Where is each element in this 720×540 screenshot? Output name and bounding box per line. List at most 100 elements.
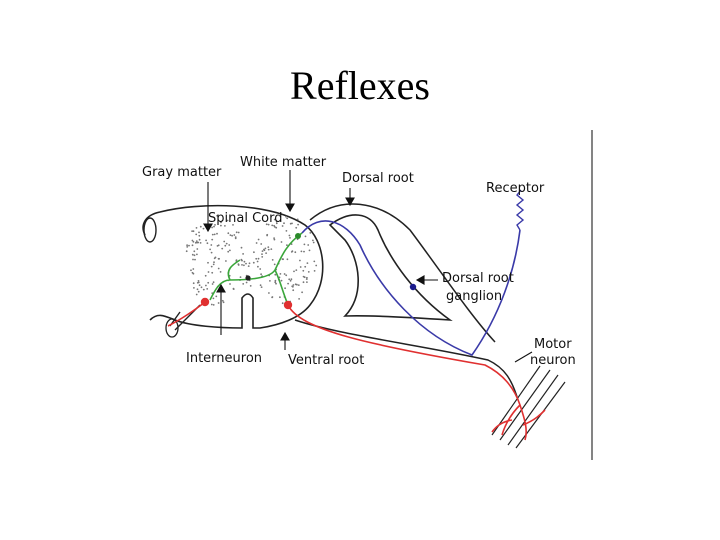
gray-matter-dot <box>237 263 240 266</box>
gray-matter-dot <box>299 259 301 262</box>
interneuron-dot-upper <box>295 233 301 239</box>
gray-matter-dot <box>192 282 195 285</box>
gray-matter-dot <box>212 281 215 284</box>
nerve-outer-upper <box>309 203 496 343</box>
gray-matter-dot <box>287 282 289 285</box>
gray-matter-dot <box>263 248 265 251</box>
interneuron-path <box>209 232 303 306</box>
gray-matter-dot <box>197 241 200 244</box>
gray-matter-dot <box>270 248 273 250</box>
gray-matter-dot <box>267 248 270 251</box>
gray-matter-dot <box>309 232 312 234</box>
gray-matter-dot <box>219 271 222 273</box>
gray-matter-dot <box>315 264 318 267</box>
gray-matter-dot <box>221 247 224 250</box>
gray-matter-dot <box>216 232 218 235</box>
gray-matter-dot <box>279 273 282 275</box>
gray-matter-dot <box>186 246 189 248</box>
gray-matter-dot <box>312 241 315 244</box>
gray-matter-dot <box>212 263 215 266</box>
label-spinal-cord: Spinal Cord <box>208 211 282 226</box>
gray-matter-dot <box>234 237 237 240</box>
gray-matter-dot <box>249 285 252 287</box>
motor-neuron-cell-right <box>283 300 293 310</box>
gray-matter-dot <box>267 223 270 226</box>
gray-matter-dot <box>253 251 255 254</box>
gray-matter-dot <box>200 286 203 289</box>
label-motor-neuron-2: neuron <box>530 353 576 368</box>
gray-matter-dot <box>279 296 281 299</box>
gray-matter-dot <box>296 218 299 221</box>
gray-matter-dot <box>210 303 213 306</box>
gray-matter-dot <box>257 257 260 260</box>
gray-matter-dot <box>280 279 283 282</box>
gray-matter-dot <box>192 268 195 270</box>
gray-matter-dot <box>292 285 294 288</box>
gray-matter-dot <box>194 241 197 244</box>
gray-matter-dot <box>226 219 229 222</box>
gray-matter-dot <box>213 233 216 236</box>
gray-matter-dot <box>211 233 214 236</box>
pointer-arrows <box>203 170 533 363</box>
gray-matter-dot <box>212 297 215 300</box>
gray-matter-dot <box>213 261 215 264</box>
label-dorsal-root-ganglion-2: ganglion <box>446 289 502 304</box>
gray-matter-dot <box>313 260 316 263</box>
gray-matter-dot <box>273 226 276 228</box>
gray-matter-dot <box>220 221 222 224</box>
gray-matter-dot <box>284 287 286 290</box>
gray-matter-dot <box>191 253 194 256</box>
gray-matter-dot <box>299 266 302 268</box>
gray-matter-dot <box>196 248 199 250</box>
gray-matter-dot <box>210 251 213 254</box>
gray-matter-dot <box>306 281 308 283</box>
gray-matter-dot <box>195 233 198 236</box>
gray-matter-dot <box>194 258 196 261</box>
gray-matter-dot <box>192 230 195 233</box>
gray-matter-dot <box>196 253 198 256</box>
gray-matter-dot <box>229 283 231 285</box>
gray-matter-dot <box>273 218 276 221</box>
gray-matter-dot <box>260 273 262 276</box>
gray-matter-dot <box>261 250 264 252</box>
gray-matter-dot <box>265 252 267 254</box>
gray-matter-region <box>185 214 318 306</box>
gray-matter-dot <box>223 240 226 243</box>
gray-matter-dot <box>302 269 305 272</box>
gray-matter-dot <box>286 244 288 246</box>
label-ventral-root: Ventral root <box>288 353 364 368</box>
gray-matter-dot <box>288 278 291 281</box>
gray-matter-dot <box>295 226 298 229</box>
gray-matter-dot <box>224 225 226 227</box>
gray-matter-dot <box>232 224 234 226</box>
gray-matter-dot <box>261 256 264 258</box>
gray-matter-dot <box>256 260 259 263</box>
gray-matter-dot <box>264 247 267 250</box>
gray-matter-dot <box>192 258 194 261</box>
motor-neuron-path-right <box>287 304 546 441</box>
gray-matter-dot <box>239 276 242 278</box>
gray-matter-dot <box>233 234 236 236</box>
gray-matter-dot <box>259 284 262 287</box>
gray-matter-dot <box>196 288 199 291</box>
gray-matter-dot <box>225 260 227 262</box>
gray-matter-dot <box>193 254 196 257</box>
label-receptor: Receptor <box>486 181 545 196</box>
label-dorsal-root: Dorsal root <box>342 171 414 186</box>
gray-matter-dot <box>198 284 201 287</box>
gray-matter-dot <box>202 288 205 291</box>
gray-matter-dot <box>192 240 195 243</box>
label-interneuron: Interneuron <box>186 351 262 366</box>
gray-matter-dot <box>237 231 240 234</box>
gray-matter-dot <box>275 220 278 223</box>
gray-matter-dot <box>207 261 209 264</box>
gray-matter-dot <box>304 235 307 238</box>
gray-matter-dot <box>300 250 303 253</box>
gray-matter-dot <box>188 244 190 247</box>
gray-matter-dot <box>313 270 316 272</box>
gray-matter-dot <box>281 302 284 305</box>
gray-matter-dot <box>291 222 293 225</box>
label-white-matter: White matter <box>240 155 327 170</box>
gray-matter-dot <box>271 259 274 261</box>
gray-matter-dot <box>211 226 213 229</box>
